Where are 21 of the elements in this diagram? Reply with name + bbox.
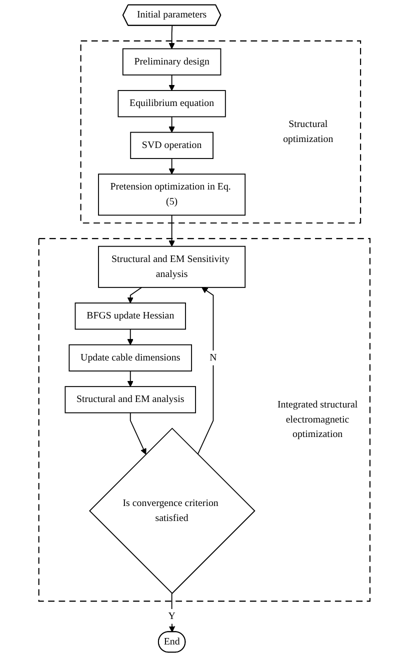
arrow — [168, 116, 176, 133]
arrow — [127, 286, 142, 304]
node-box: BFGS update Hessian — [74, 302, 186, 330]
node-box: Equilibrium equation — [118, 90, 226, 118]
arrow — [127, 370, 134, 387]
node-box: Structural and EM Sensitivity analysis — [98, 246, 246, 288]
arrow — [168, 25, 176, 50]
edge-label: N — [210, 352, 217, 364]
arrow — [130, 412, 146, 455]
node-box: Structural and EM analysis — [64, 386, 196, 414]
arrow — [127, 328, 134, 346]
arrow — [168, 214, 176, 247]
arrow — [197, 287, 214, 455]
arrow — [168, 74, 176, 91]
node-box: SVD operation — [130, 132, 214, 159]
node-diamond: Is convergence criterion satisfied — [89, 428, 256, 594]
node-box: Update cable dimensions — [68, 344, 192, 372]
edge-label: Y — [168, 611, 176, 622]
arrow — [168, 158, 176, 174]
node-box: Preliminary design — [122, 48, 222, 76]
node-box: Pretension optimization in Eq. (5) — [98, 174, 246, 216]
